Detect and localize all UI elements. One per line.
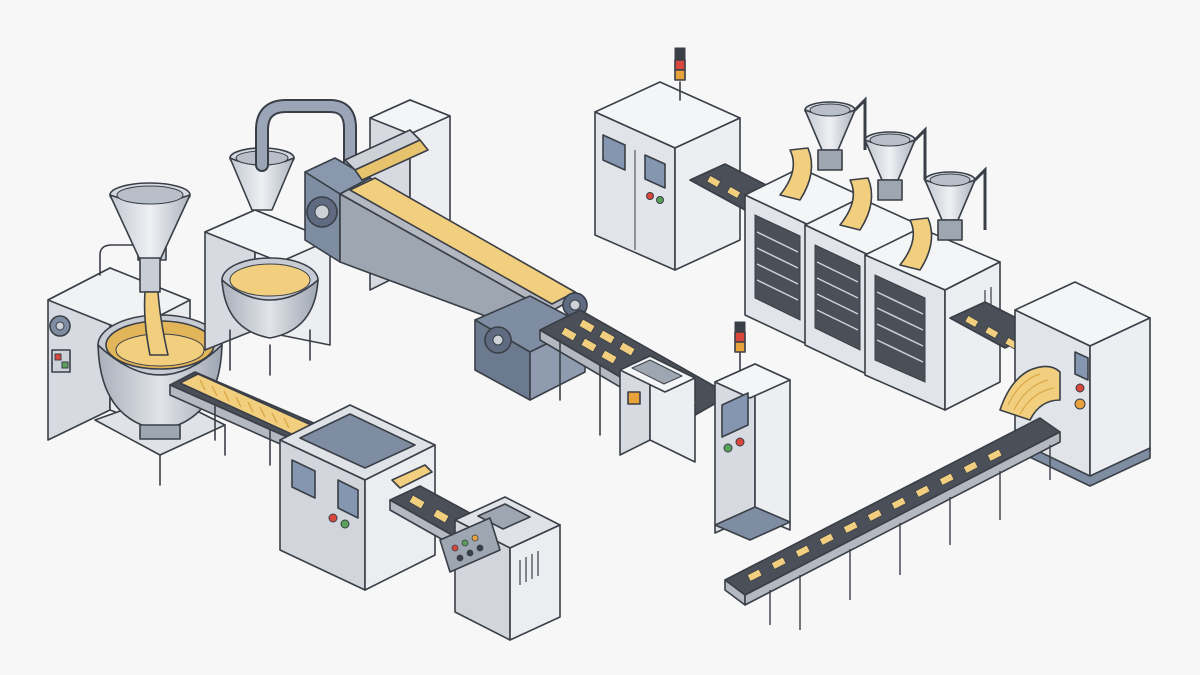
oven-rack-icon — [754, 214, 801, 321]
packer-unit[interactable] — [439, 496, 561, 641]
mixer-station — [47, 182, 226, 486]
control-cabinet-icon[interactable] — [714, 321, 791, 541]
secondary-mixer — [204, 99, 357, 376]
feed-hopper-icon — [109, 182, 191, 293]
mixer-control-knobs[interactable] — [49, 315, 71, 373]
oven-unit-3 — [864, 166, 1001, 411]
press-machine — [279, 404, 436, 591]
portion-box — [619, 355, 696, 463]
cutter-hopper-icon — [804, 101, 856, 171]
signal-tower-icon — [734, 321, 746, 371]
oven-bank — [744, 96, 1001, 411]
conveyor-icon — [169, 371, 331, 466]
final-conveyor — [724, 365, 1061, 630]
